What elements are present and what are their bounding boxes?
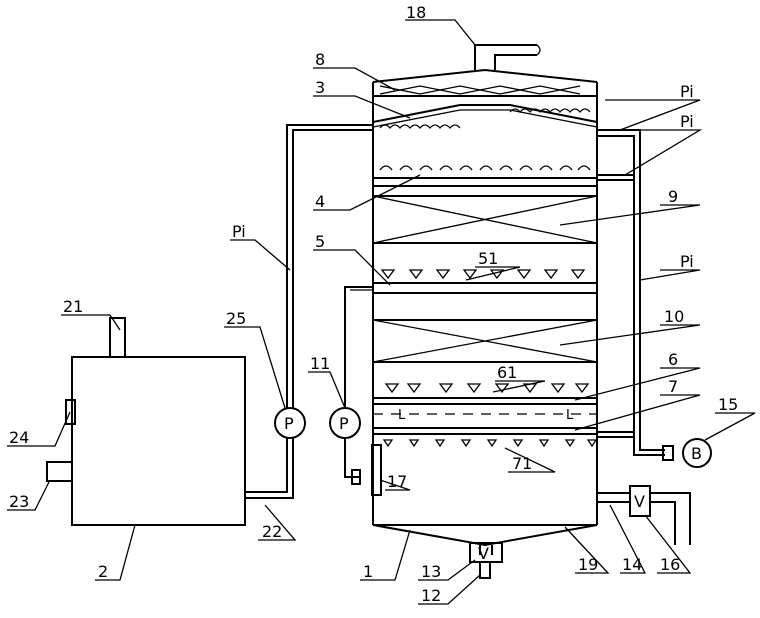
demister-8 — [379, 85, 581, 95]
labels: 18 8 3 4 5 9 10 6 7 Pi Pi Pi Pi 25 11 51… — [9, 3, 738, 605]
bottom-drain: V — [469, 542, 503, 579]
label-24: 24 — [9, 428, 29, 447]
label-19: 19 — [578, 555, 598, 574]
label-pi-3: Pi — [680, 252, 694, 271]
exhaust-stack-18 — [474, 44, 541, 70]
liquid-level: L L — [373, 408, 597, 423]
label-5: 5 — [315, 232, 325, 251]
label-7: 7 — [668, 377, 678, 396]
pump-25 — [274, 407, 306, 439]
label-4: 4 — [315, 192, 325, 211]
pipe-tank-to-top: P — [245, 124, 373, 499]
label-25: 25 — [226, 309, 246, 328]
leader-lines — [7, 19, 756, 605]
tray-4 — [373, 165, 597, 187]
pipe-right-side: B — [597, 129, 712, 468]
label-13: 13 — [421, 562, 441, 581]
label-15: 15 — [718, 395, 738, 414]
label-6: 6 — [668, 350, 678, 369]
label-12: 12 — [421, 586, 441, 605]
spray-row-71 — [373, 427, 598, 448]
level-gauge-17 — [371, 444, 382, 496]
label-10: 10 — [664, 307, 684, 326]
label-23: 23 — [9, 492, 29, 511]
spray-row-61 — [373, 383, 597, 405]
outlet-14: V — [597, 485, 691, 545]
label-pi-4: Pi — [232, 222, 246, 241]
label-8: 8 — [315, 50, 325, 69]
label-18: 18 — [406, 3, 426, 22]
level-mark-right: L — [566, 408, 574, 423]
packing-9 — [372, 195, 598, 244]
label-71: 71 — [512, 454, 532, 473]
label-51: 51 — [478, 249, 498, 268]
valve-13 — [469, 542, 503, 563]
pipe-pump-11: P — [329, 286, 382, 496]
pump-25-symbol: P — [284, 414, 294, 433]
valve-16-symbol: V — [634, 492, 645, 511]
blower-15-symbol: B — [691, 444, 702, 463]
label-16: 16 — [660, 555, 680, 574]
spray-row-51 — [373, 269, 597, 294]
label-14: 14 — [622, 555, 642, 574]
spray-cone-3 — [372, 104, 598, 130]
blower-15 — [682, 438, 712, 468]
pump-11-symbol: P — [339, 414, 349, 433]
packing-10 — [372, 319, 598, 363]
label-3: 3 — [315, 78, 325, 97]
label-11: 11 — [310, 354, 330, 373]
label-22: 22 — [262, 522, 282, 541]
level-mark-left: L — [398, 408, 406, 423]
tank-2 — [46, 317, 246, 526]
valve-13-symbol: V — [478, 544, 489, 563]
label-17: 17 — [387, 472, 407, 491]
label-61: 61 — [497, 363, 517, 382]
label-pi-2: Pi — [680, 112, 694, 131]
label-2: 2 — [98, 562, 108, 581]
label-9: 9 — [668, 187, 678, 206]
label-pi-1: Pi — [680, 82, 694, 101]
label-1: 1 — [363, 562, 373, 581]
label-21: 21 — [63, 297, 83, 316]
